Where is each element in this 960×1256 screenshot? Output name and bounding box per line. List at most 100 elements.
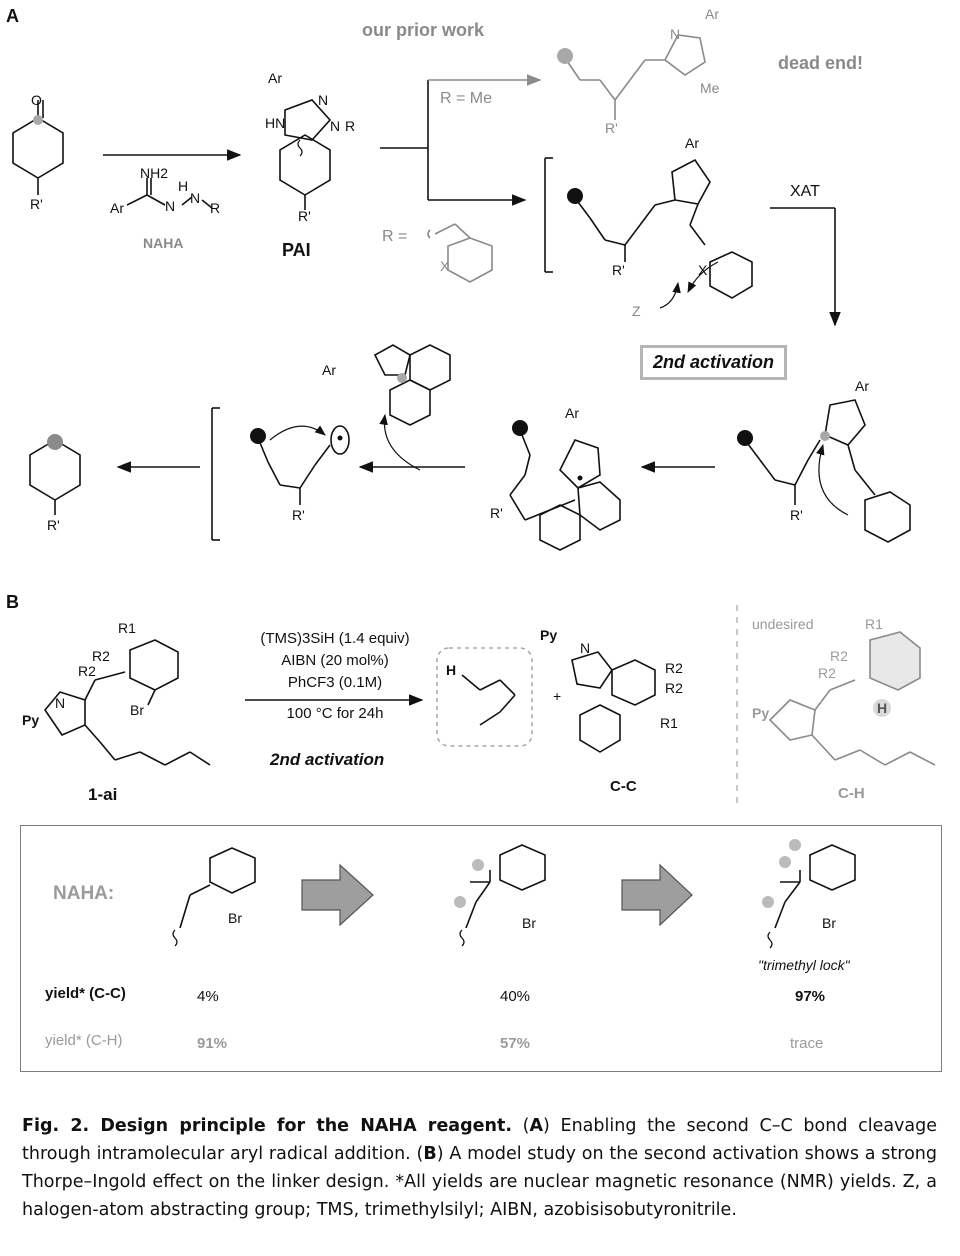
- atom-br: Br: [522, 915, 536, 931]
- atom-r2: R2: [665, 680, 683, 696]
- radical-dot-black: [737, 430, 753, 446]
- atom-h: H: [446, 662, 457, 678]
- condition-solvent: PhCF3 (0.1M): [287, 674, 383, 691]
- atom-r: R: [345, 118, 356, 134]
- atom-n: N: [330, 118, 341, 134]
- atom-r-prime: R': [790, 507, 803, 523]
- atom-py: Py: [540, 627, 558, 643]
- pai-label: PAI: [282, 240, 311, 260]
- intermediate-structure-1: [574, 158, 753, 309]
- naha-linker-3: [767, 844, 856, 949]
- atom-r-prime: R': [292, 507, 305, 523]
- caption-title: Fig. 2. Design principle for the NAHA re…: [22, 1116, 512, 1136]
- atom-py: Py: [752, 705, 770, 721]
- trimethyl-lock-label: "trimethyl lock": [758, 957, 850, 973]
- atom-r-prime: R': [30, 196, 43, 212]
- prior-work-label: our prior work: [362, 20, 485, 40]
- atom-nh2: NH2: [140, 165, 169, 181]
- atom-n: N: [190, 190, 201, 206]
- alkane-box: [436, 647, 533, 747]
- atom-h-highlight: H: [877, 700, 888, 716]
- radical-dot-gray: [33, 115, 43, 125]
- atom-ar: Ar: [705, 6, 719, 22]
- atom-r1: R1: [118, 620, 136, 636]
- radical-dot-gray: [397, 373, 407, 383]
- intermediate-structure-aryl-radical: [744, 399, 911, 543]
- atom-r: R: [210, 200, 221, 216]
- yield-table: [20, 825, 942, 1072]
- pai-structure: [279, 99, 332, 210]
- yield-cc-label: yield* (C-C): [45, 985, 126, 1002]
- atom-r-prime: R': [298, 208, 311, 224]
- atom-n: N: [318, 92, 329, 108]
- linker-structure-gray: [427, 223, 493, 283]
- progress-arrow-1: [301, 863, 374, 927]
- condition-aibn: AIBN (20 mol%): [281, 652, 389, 669]
- panel-b-label: B: [6, 592, 19, 612]
- yield-cc-value: 4%: [197, 988, 219, 1005]
- atom-r-prime: R': [605, 120, 618, 136]
- yield-ch-value: 91%: [197, 1035, 228, 1052]
- atom-br: Br: [130, 702, 144, 718]
- cc-product-structure: [571, 651, 656, 753]
- atom-x: X: [440, 258, 450, 274]
- progress-arrow-2: [621, 863, 693, 927]
- undesired-label: undesired: [752, 616, 814, 632]
- yield-ch-label: yield* (C-H): [45, 1032, 123, 1049]
- atom-r-prime: R': [490, 505, 503, 521]
- yield-ch-value: trace: [790, 1035, 824, 1052]
- radical-dot-gray: [820, 431, 830, 441]
- atom-n: N: [670, 26, 681, 42]
- figure-caption: Fig. 2. Design principle for the NAHA re…: [22, 1116, 938, 1220]
- atom-r2: R2: [665, 660, 683, 676]
- atom-n: N: [580, 640, 591, 656]
- substrate-1ai-structure: [43, 639, 211, 766]
- caption-a-label: A: [529, 1116, 544, 1136]
- atom-x: X: [698, 262, 708, 278]
- atom-r2: R2: [92, 648, 110, 664]
- atom-br: Br: [228, 910, 242, 926]
- second-activation-box: 2nd activation: [640, 345, 788, 380]
- naha-structure: [126, 178, 213, 209]
- atom-ar: Ar: [565, 405, 579, 421]
- atom-n: N: [55, 695, 66, 711]
- condition-temperature: 100 °C for 24h: [286, 705, 384, 722]
- atom-ar: Ar: [268, 70, 282, 86]
- r-me-label: R = Me: [440, 90, 493, 107]
- atom-hn: HN: [265, 115, 286, 131]
- dead-end-label: dead end!: [778, 53, 864, 73]
- spiro-radical-intermediate: [509, 429, 621, 551]
- atom-ar: Ar: [110, 200, 124, 216]
- ch-product-label: C-H: [838, 785, 865, 802]
- diradical-structure: [257, 425, 350, 505]
- atom-me: Me: [700, 80, 720, 96]
- atom-r-prime: R': [612, 262, 625, 278]
- atom-n: N: [165, 198, 176, 214]
- yield-cc-value: 40%: [500, 988, 531, 1005]
- atom-ar: Ar: [685, 135, 699, 151]
- second-activation-b-label: 2nd activation: [270, 750, 385, 769]
- caption-b-label: B: [423, 1144, 437, 1164]
- xat-label: XAT: [790, 183, 820, 200]
- atom-r1: R1: [865, 616, 883, 632]
- atom-r1: R1: [660, 715, 678, 731]
- atom-o: O: [31, 92, 42, 108]
- naha-linker-2: [459, 844, 546, 947]
- scheme-drawing: [12, 34, 936, 949]
- atom-h: H: [178, 178, 189, 194]
- radical-dot-black: [567, 188, 583, 204]
- yield-ch-value: 57%: [500, 1035, 531, 1052]
- cyclohexanone-structure: [12, 100, 64, 195]
- panel-a-label: A: [6, 6, 19, 26]
- cc-product-label: C-C: [610, 778, 637, 795]
- atom-r2: R2: [818, 665, 836, 681]
- cyclohexane-product: [29, 439, 81, 515]
- caption-a-text: ) Enabling the second C–C bond cleavage …: [22, 1116, 938, 1164]
- atom-r2: R2: [830, 648, 848, 664]
- atom-br: Br: [822, 915, 836, 931]
- plus-sign: +: [553, 688, 562, 704]
- radical-dot-black: [250, 428, 266, 444]
- dead-end-structure-gray: [564, 34, 706, 120]
- naha-linker-1: [172, 847, 256, 947]
- atom-ar: Ar: [855, 378, 869, 394]
